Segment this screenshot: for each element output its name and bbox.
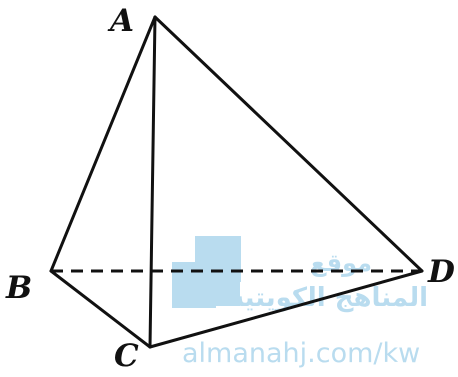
- vertex-label-C: C: [114, 338, 139, 374]
- vertex-label-D: D: [427, 254, 455, 290]
- vertex-labels: A B C D: [5, 3, 455, 374]
- edge-AC: [148, 15, 157, 349]
- vertex-label-B: B: [5, 270, 32, 306]
- edge-BC: [49, 269, 152, 349]
- edge-AB: [49, 15, 157, 273]
- vertex-label-A: A: [107, 3, 134, 39]
- watermark: موقع المناهج الكويتية almanahj.com/kw: [172, 236, 428, 369]
- edge-AD: [153, 15, 424, 273]
- watermark-arabic-line1: موقع: [310, 249, 372, 277]
- edges: [49, 15, 424, 349]
- watermark-url: almanahj.com/kw: [182, 338, 420, 369]
- edge-CD: [148, 269, 424, 349]
